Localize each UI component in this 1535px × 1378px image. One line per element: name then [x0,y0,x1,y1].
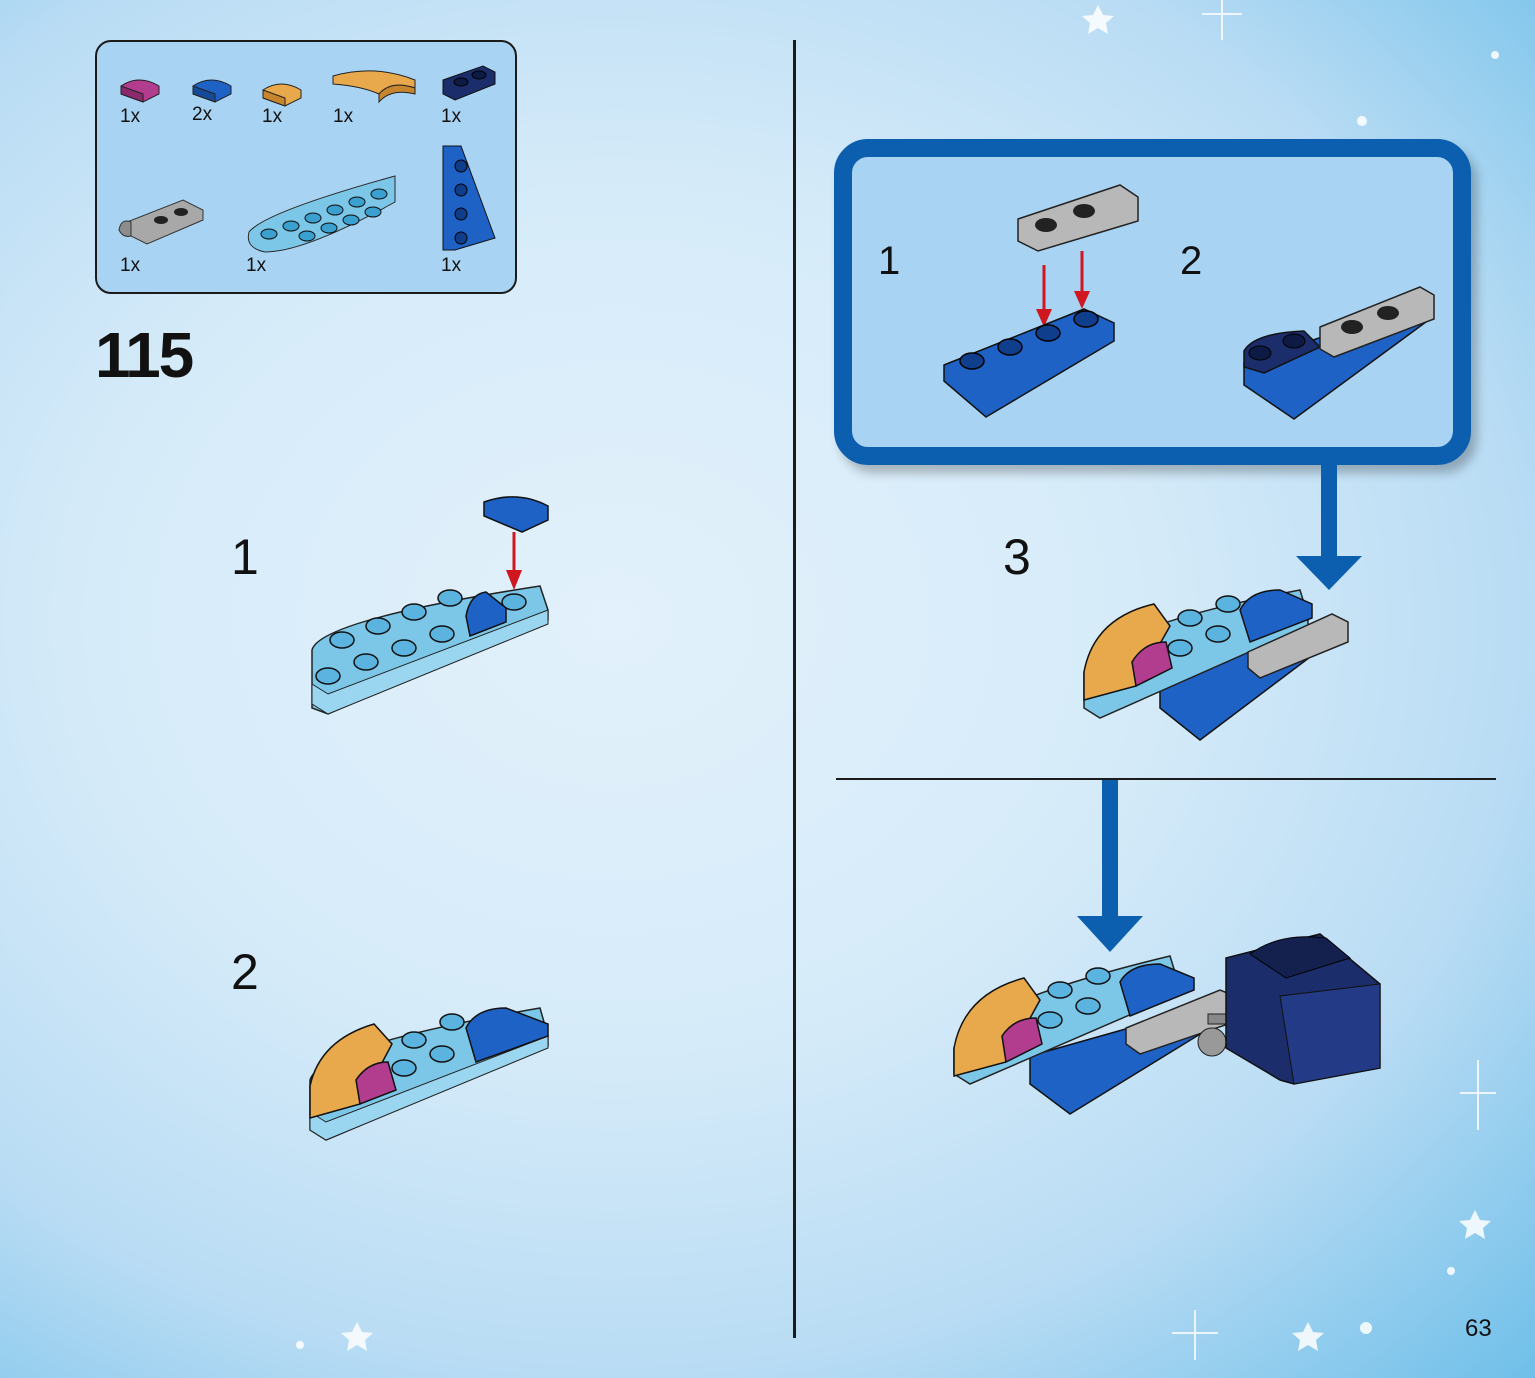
part-light-blue-half-round-plate [247,175,396,253]
callout-step-1-illustration [943,184,1139,418]
callout-step-2-illustration [1243,286,1435,420]
final-assembly-illustration [953,933,1381,1115]
part-magenta-quarter-tile [120,79,160,103]
star-icon [1082,5,1114,34]
part-blue-quarter-tile [192,79,232,103]
part-qty: 2x [192,104,213,125]
parts-list: 1x 2x 1x 1x 1x 1x 1x 1x [95,40,517,294]
section-divider [836,778,1496,780]
part-grey-clip-plate [118,199,204,245]
part-qty: 1x [441,106,462,127]
part-blue-wedge-plate [442,145,496,251]
part-qty: 1x [120,106,141,127]
substep-2-illustration [309,1007,549,1141]
part-qty: 1x [333,106,354,127]
sub-assembly-callout: 1 2 [834,139,1471,465]
column-divider [793,40,796,1338]
star-icon [1292,1322,1324,1351]
substep-number: 2 [231,944,259,1000]
part-qty: 1x [246,255,267,276]
part-orange-curved-tile [332,70,416,104]
star-icon [1459,1210,1491,1239]
part-qty: 1x [441,255,462,276]
step-number: 115 [95,319,194,391]
part-dark-blue-plate [442,65,496,101]
callout-substep-number: 1 [878,239,901,283]
star-icon [341,1322,373,1351]
substep-number: 3 [1003,529,1031,585]
substep-1-illustration [311,496,549,715]
blue-arrow-down [1296,462,1362,590]
callout-substep-number: 2 [1180,239,1203,283]
substep-number: 1 [231,529,259,585]
part-qty: 1x [262,106,283,127]
substep-3-illustration [1083,589,1349,741]
page-number: 63 [1465,1315,1492,1342]
blue-arrow-down [1077,780,1143,952]
part-orange-quarter-tile [262,83,302,107]
part-qty: 1x [120,255,141,276]
